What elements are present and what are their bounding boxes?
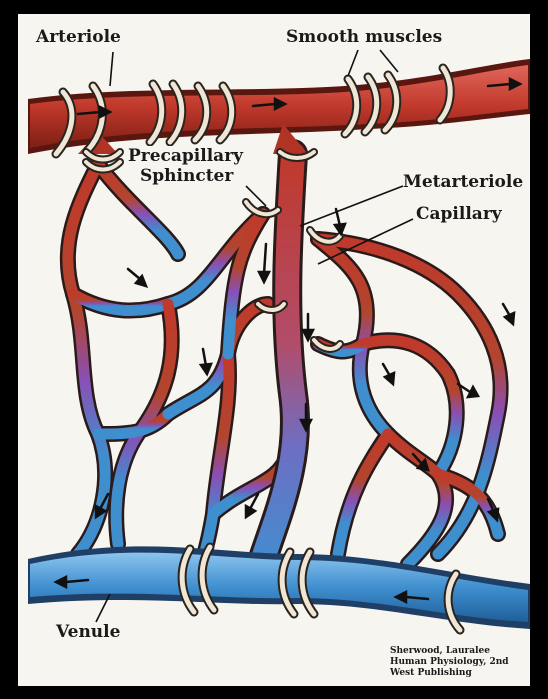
arteriole-label: Arteriole — [36, 27, 121, 47]
leader-metarteriole — [300, 186, 403, 226]
flow-arrow-capillary-1 — [128, 269, 146, 286]
capillary-bed-illustration — [18, 14, 530, 686]
credit-line3: West Publishing — [390, 668, 472, 679]
leader-smooth-muscles-2 — [380, 50, 398, 72]
smooth-muscles-label: Smooth muscles — [286, 27, 442, 47]
credit-line2: Human Physiology, 2nd — [390, 657, 509, 668]
flow-arrow-capillary-2 — [259, 244, 269, 282]
diagram-panel: Arteriole Smooth muscles Precapillary Sp… — [18, 14, 530, 686]
leader-arteriole — [110, 52, 113, 86]
capillary-label: Capillary — [416, 204, 502, 224]
venule-label: Venule — [56, 622, 120, 642]
credit-line1: Sherwood, Lauralee — [390, 646, 490, 657]
flow-arrow-capillary-12 — [303, 314, 313, 340]
flow-arrow-capillary-6 — [383, 364, 394, 384]
flow-arrow-capillary-5 — [201, 349, 211, 374]
precapillary-label-line2: Sphincter — [140, 166, 233, 186]
metarteriole-label: Metarteriole — [403, 172, 523, 192]
flow-arrow-capillary-4 — [503, 304, 514, 324]
precapillary-label-line1: Precapillary — [128, 146, 243, 166]
flow-arrow-capillary-3 — [335, 209, 345, 234]
leader-smooth-muscles-1 — [348, 50, 358, 76]
